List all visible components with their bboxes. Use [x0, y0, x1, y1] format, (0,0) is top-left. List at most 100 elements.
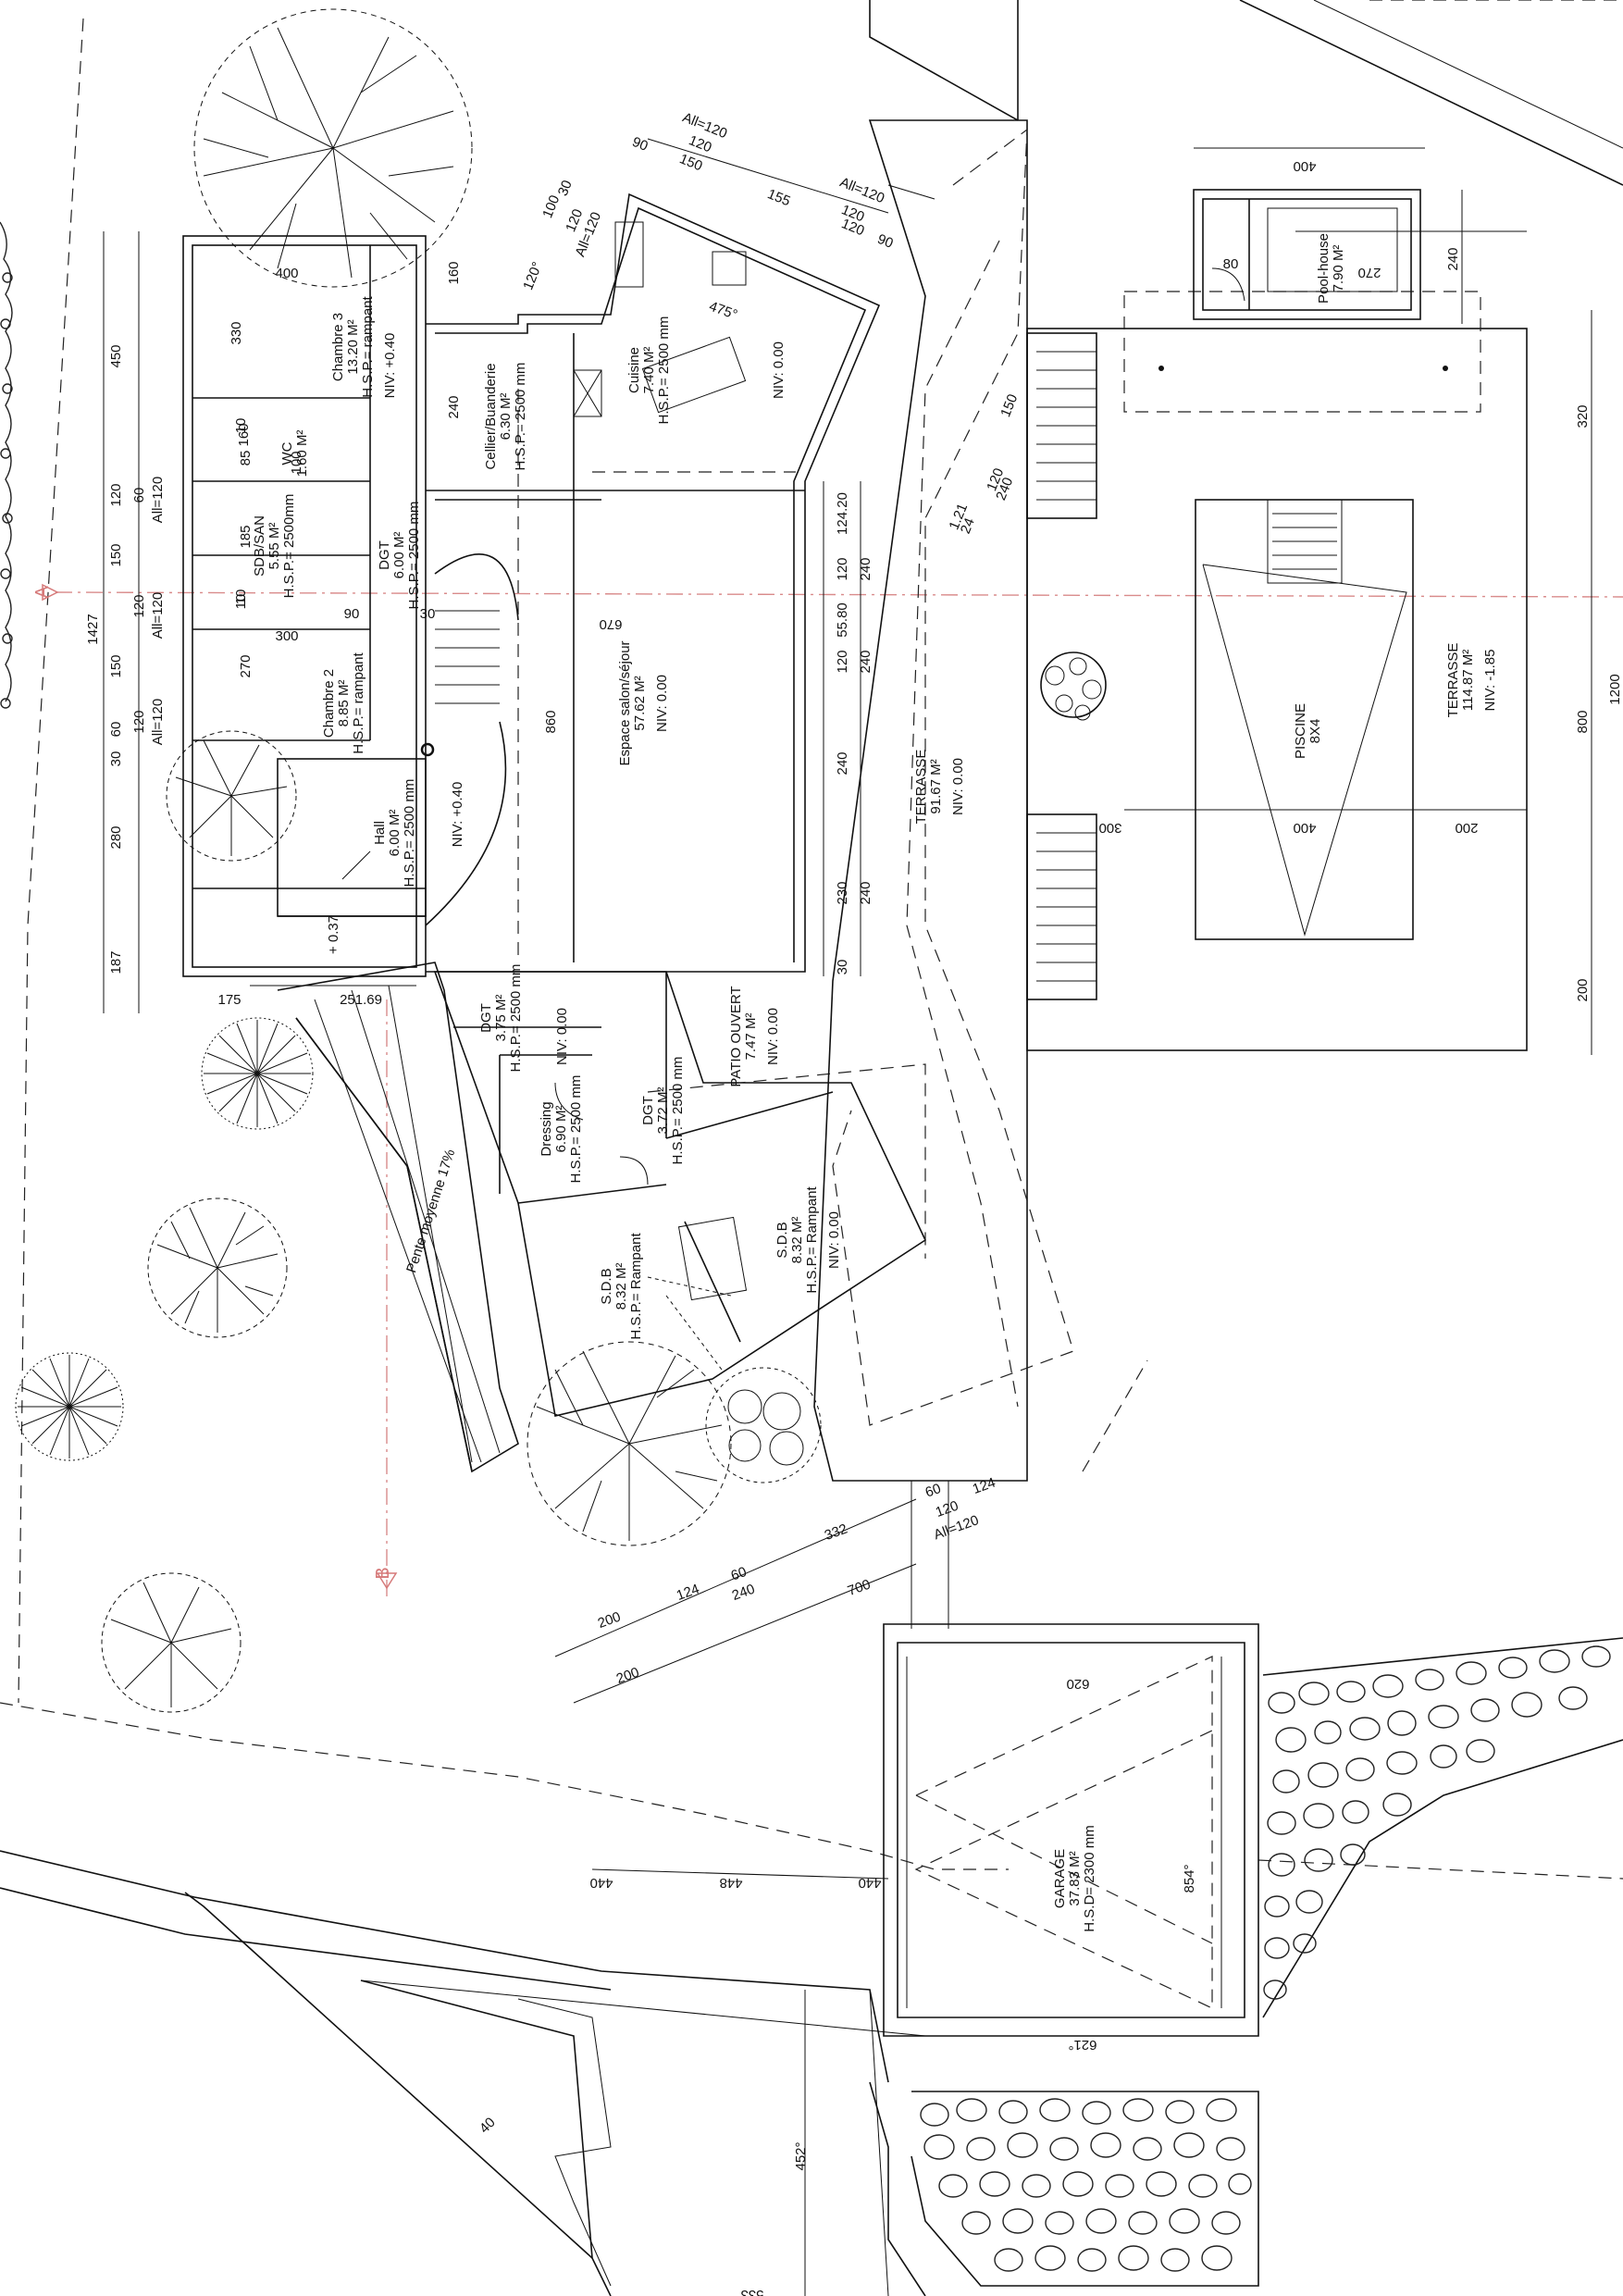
dimension-label: 30: [108, 751, 124, 767]
slope-label: Pente moyenne 17%: [403, 1148, 458, 1275]
dimension-label: 332: [823, 1521, 849, 1545]
dimension-label: 280: [108, 825, 124, 849]
room-area: 8.32 M²: [789, 1217, 805, 1264]
dimension-label: 400: [1293, 158, 1316, 174]
section-a-label: A: [32, 586, 53, 599]
room-area: 1.60 M²: [294, 430, 310, 478]
room-pool-house: Pool-house 7.90 M²: [1316, 233, 1346, 304]
room-sdb-san: SDB/SAN 5.55 M² H.S.P.= 2500mm: [252, 494, 297, 599]
dimension-label: 85: [238, 451, 254, 466]
room-name: S.D.B: [774, 1222, 790, 1258]
room-area: 5.55 M²: [266, 523, 282, 570]
room-name: Hall: [372, 821, 388, 845]
dimension-label: 700: [846, 1577, 873, 1600]
dimension-label: 155: [765, 186, 793, 209]
room-name: PISCINE: [1293, 703, 1308, 759]
dimension-label: 120: [835, 557, 850, 580]
dimension-label: 400: [1293, 820, 1316, 836]
entry-level-label: + 0.37: [326, 915, 341, 954]
room-hsp: H.S.P.= Rampant: [804, 1186, 820, 1294]
dimension-label: 200: [1455, 820, 1478, 836]
dimension-label: 475°: [707, 298, 739, 323]
dimension-label: 300: [275, 628, 298, 644]
room-dgt-1: DGT 6.00 M² H.S.P.= 2500 mm: [377, 502, 422, 610]
room-hall: Hall 6.00 M² H.S.P.= 2500 mm NIV: +0.40: [372, 779, 465, 887]
dimension-label: 200: [1575, 978, 1591, 1001]
room-hsp: H.S.P.= 2500 mm: [508, 964, 524, 1073]
room-name: TERRASSE: [913, 750, 929, 825]
room-level: NIV: +0.40: [382, 333, 398, 399]
room-hsp: H.S.P.= rampant: [351, 652, 366, 753]
dimension-label: 187: [108, 950, 124, 974]
room-area: 7.40 M²: [641, 347, 657, 394]
dimension-label: 320: [1575, 404, 1591, 428]
room-dgt-2: DGT 3.75 M² H.S.P.= 2500 mm NIV: 0.00: [478, 964, 570, 1073]
dimension-label: 124: [971, 1475, 997, 1498]
room-sdb-2: S.D.B 8.32 M² H.S.P.= Rampant: [599, 1233, 644, 1340]
room-area: 8.85 M²: [336, 680, 352, 727]
room-hsp: H.S.P.= 2500 mm: [568, 1075, 584, 1184]
room-hsp: H.S.P.= 2500 mm: [513, 363, 528, 471]
room-area: 6.00 M²: [387, 810, 403, 857]
dimension-label: 270: [238, 654, 254, 677]
dimension-label: 450: [108, 344, 124, 367]
dimension-label: 185: [238, 525, 254, 548]
dimension-label: 175: [217, 992, 241, 1008]
dimension-label: 55.80: [835, 602, 850, 638]
dimension-label: 120: [131, 594, 147, 617]
pool-house: [1193, 189, 1421, 320]
dimension-label: 40: [477, 2115, 499, 2137]
room-level: NIV: 0.00: [765, 1008, 781, 1065]
room-wc: WC 1.60 M²: [279, 430, 310, 478]
dimension-label: 854°: [1182, 1864, 1197, 1893]
room-area: 57.62 M²: [632, 676, 648, 730]
entry-level-annotation: + 0.37: [326, 915, 341, 954]
room-name: PATIO OUVERT: [728, 986, 744, 1086]
terrace-main: [813, 119, 1074, 1629]
room-area: 6.90 M²: [553, 1106, 569, 1153]
house-walls: [182, 192, 881, 977]
room-area: 3.75 M²: [493, 995, 509, 1042]
room-level: NIV: 0.00: [654, 675, 670, 732]
room-name: DGT: [478, 1003, 494, 1033]
dimension-label: 400: [275, 266, 298, 281]
room-area: 6.00 M²: [391, 532, 407, 579]
room-terrasse-2: TERRASSE 114.87 M² NIV: -1.85: [1445, 643, 1498, 718]
dimension-label: 160: [446, 261, 462, 284]
dimension-label: 670: [599, 616, 622, 632]
room-area: 7.90 M²: [1331, 245, 1346, 292]
stone-area-garage: [1262, 1637, 1623, 2018]
dimension-label: 440: [858, 1875, 881, 1891]
dimension-label: 120°: [520, 260, 545, 292]
tree-icon: [705, 1367, 822, 1483]
room-level: NIV: -1.85: [1482, 650, 1498, 712]
room-name: WC: [279, 441, 295, 465]
room-patio: PATIO OUVERT 7.47 M² NIV: 0.00: [728, 986, 781, 1086]
dimension-label: 60: [108, 722, 124, 738]
tree-icon: [147, 1198, 288, 1338]
dimension-label: 60: [729, 1564, 749, 1584]
dimension-label: 440: [589, 1875, 613, 1891]
dimension-label: 621°: [1068, 2037, 1096, 2053]
section-b-label: B: [373, 1567, 393, 1579]
room-sdb-1: S.D.B 8.32 M² H.S.P.= Rampant NIV: 0.00: [774, 1186, 842, 1294]
dimension-label: 124: [675, 1582, 701, 1605]
dimension-label: 1200: [1607, 674, 1623, 704]
dimension-label: 150: [108, 654, 124, 677]
dimension-label: 60: [923, 1481, 943, 1501]
room-name: Espace salon/séjour: [617, 640, 633, 765]
dimension-label: 230: [835, 881, 850, 904]
pool-terrace: [1026, 291, 1528, 1051]
room-level: NIV: +0.40: [450, 782, 465, 848]
dimension-label: 860: [543, 710, 559, 733]
room-sejour: Espace salon/séjour 57.62 M² NIV: 0.00: [617, 640, 670, 765]
room-cuisine: Cuisine 7.40 M² H.S.P.= 2500 mm NIV: 0.0…: [626, 316, 787, 425]
dimension-label: 240: [858, 557, 873, 580]
stone-area-bottom: [911, 2091, 1259, 2287]
dimension-label: 330: [229, 321, 244, 344]
dimension-label: 240: [1445, 247, 1461, 270]
room-hsp: H.S.P.= 2500mm: [281, 494, 297, 599]
dimension-label: 150: [108, 543, 124, 566]
